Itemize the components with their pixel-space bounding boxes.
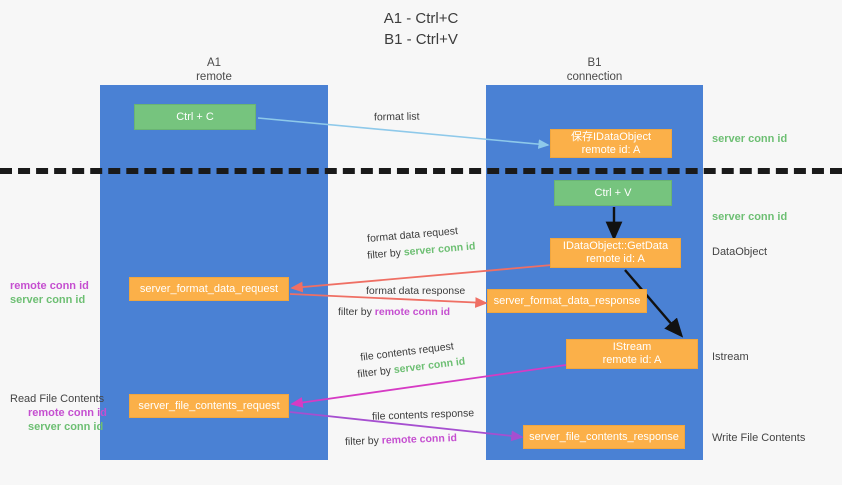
box-istream[interactable]: IStream remote id: A xyxy=(566,339,698,369)
lane-header-b1: B1 connection xyxy=(566,57,623,83)
box-ctrl-v[interactable]: Ctrl + V xyxy=(554,180,672,206)
filter-prefix: filter by xyxy=(344,434,382,448)
arrow-label-format-data-response: format data response xyxy=(366,285,466,297)
label-read-file-contents: Read File Contents xyxy=(10,393,105,405)
label-conn-id-group-bottom: Read File Contents remote conn id server… xyxy=(10,392,107,434)
filter-prefix: filter by xyxy=(338,306,375,318)
box-server-format-data-request[interactable]: server_format_data_request xyxy=(129,277,289,301)
label-remote-conn-id-bottom: remote conn id xyxy=(28,407,107,419)
label-remote-conn-id-top: remote conn id xyxy=(10,280,89,292)
label-dataobject: DataObject xyxy=(712,246,768,258)
box-server-format-data-response[interactable]: server_format_data_response xyxy=(487,289,647,313)
box-server-file-contents-request[interactable]: server_file_contents_request xyxy=(129,394,289,418)
label-server-conn-id-left-bottom: server conn id xyxy=(28,421,104,433)
arrow-label-format-data-response-filter: filter by remote conn id xyxy=(338,305,450,319)
filter-prefix: filter by xyxy=(366,246,405,262)
arrow-label-format-list: format list xyxy=(373,110,420,124)
label-write-file-contents: Write File Contents xyxy=(712,432,806,444)
label-istream: Istream xyxy=(712,351,749,363)
arrow-label-file-contents-response: file contents response xyxy=(371,407,475,423)
page-title: A1 - Ctrl+C B1 - Ctrl+V xyxy=(383,10,459,48)
box-ctrl-c[interactable]: Ctrl + C xyxy=(134,104,256,130)
label-server-conn-id-top: server conn id xyxy=(712,133,788,145)
filter-value-server-conn-id: server conn id xyxy=(403,240,476,259)
box-server-file-contents-response[interactable]: server_file_contents_response xyxy=(523,425,685,449)
filter-prefix: filter by xyxy=(356,364,395,381)
lane-header-a1: A1 remote xyxy=(196,57,232,83)
label-server-conn-id-left-top: server conn id xyxy=(10,294,86,306)
arrow-label-file-contents-response-filter: filter by remote conn id xyxy=(345,431,457,449)
box-save-idataobject[interactable]: 保存IDataObject remote id: A xyxy=(550,129,672,158)
phase-divider xyxy=(0,168,842,174)
label-server-conn-id-second: server conn id xyxy=(712,211,788,223)
filter-value-remote-conn-id: remote conn id xyxy=(374,306,451,318)
box-idataobject-getdata[interactable]: IDataObject::GetData remote id: A xyxy=(550,238,681,268)
filter-value-remote-conn-id: remote conn id xyxy=(381,432,458,447)
label-conn-id-group-top: remote conn id server conn id xyxy=(10,279,89,307)
